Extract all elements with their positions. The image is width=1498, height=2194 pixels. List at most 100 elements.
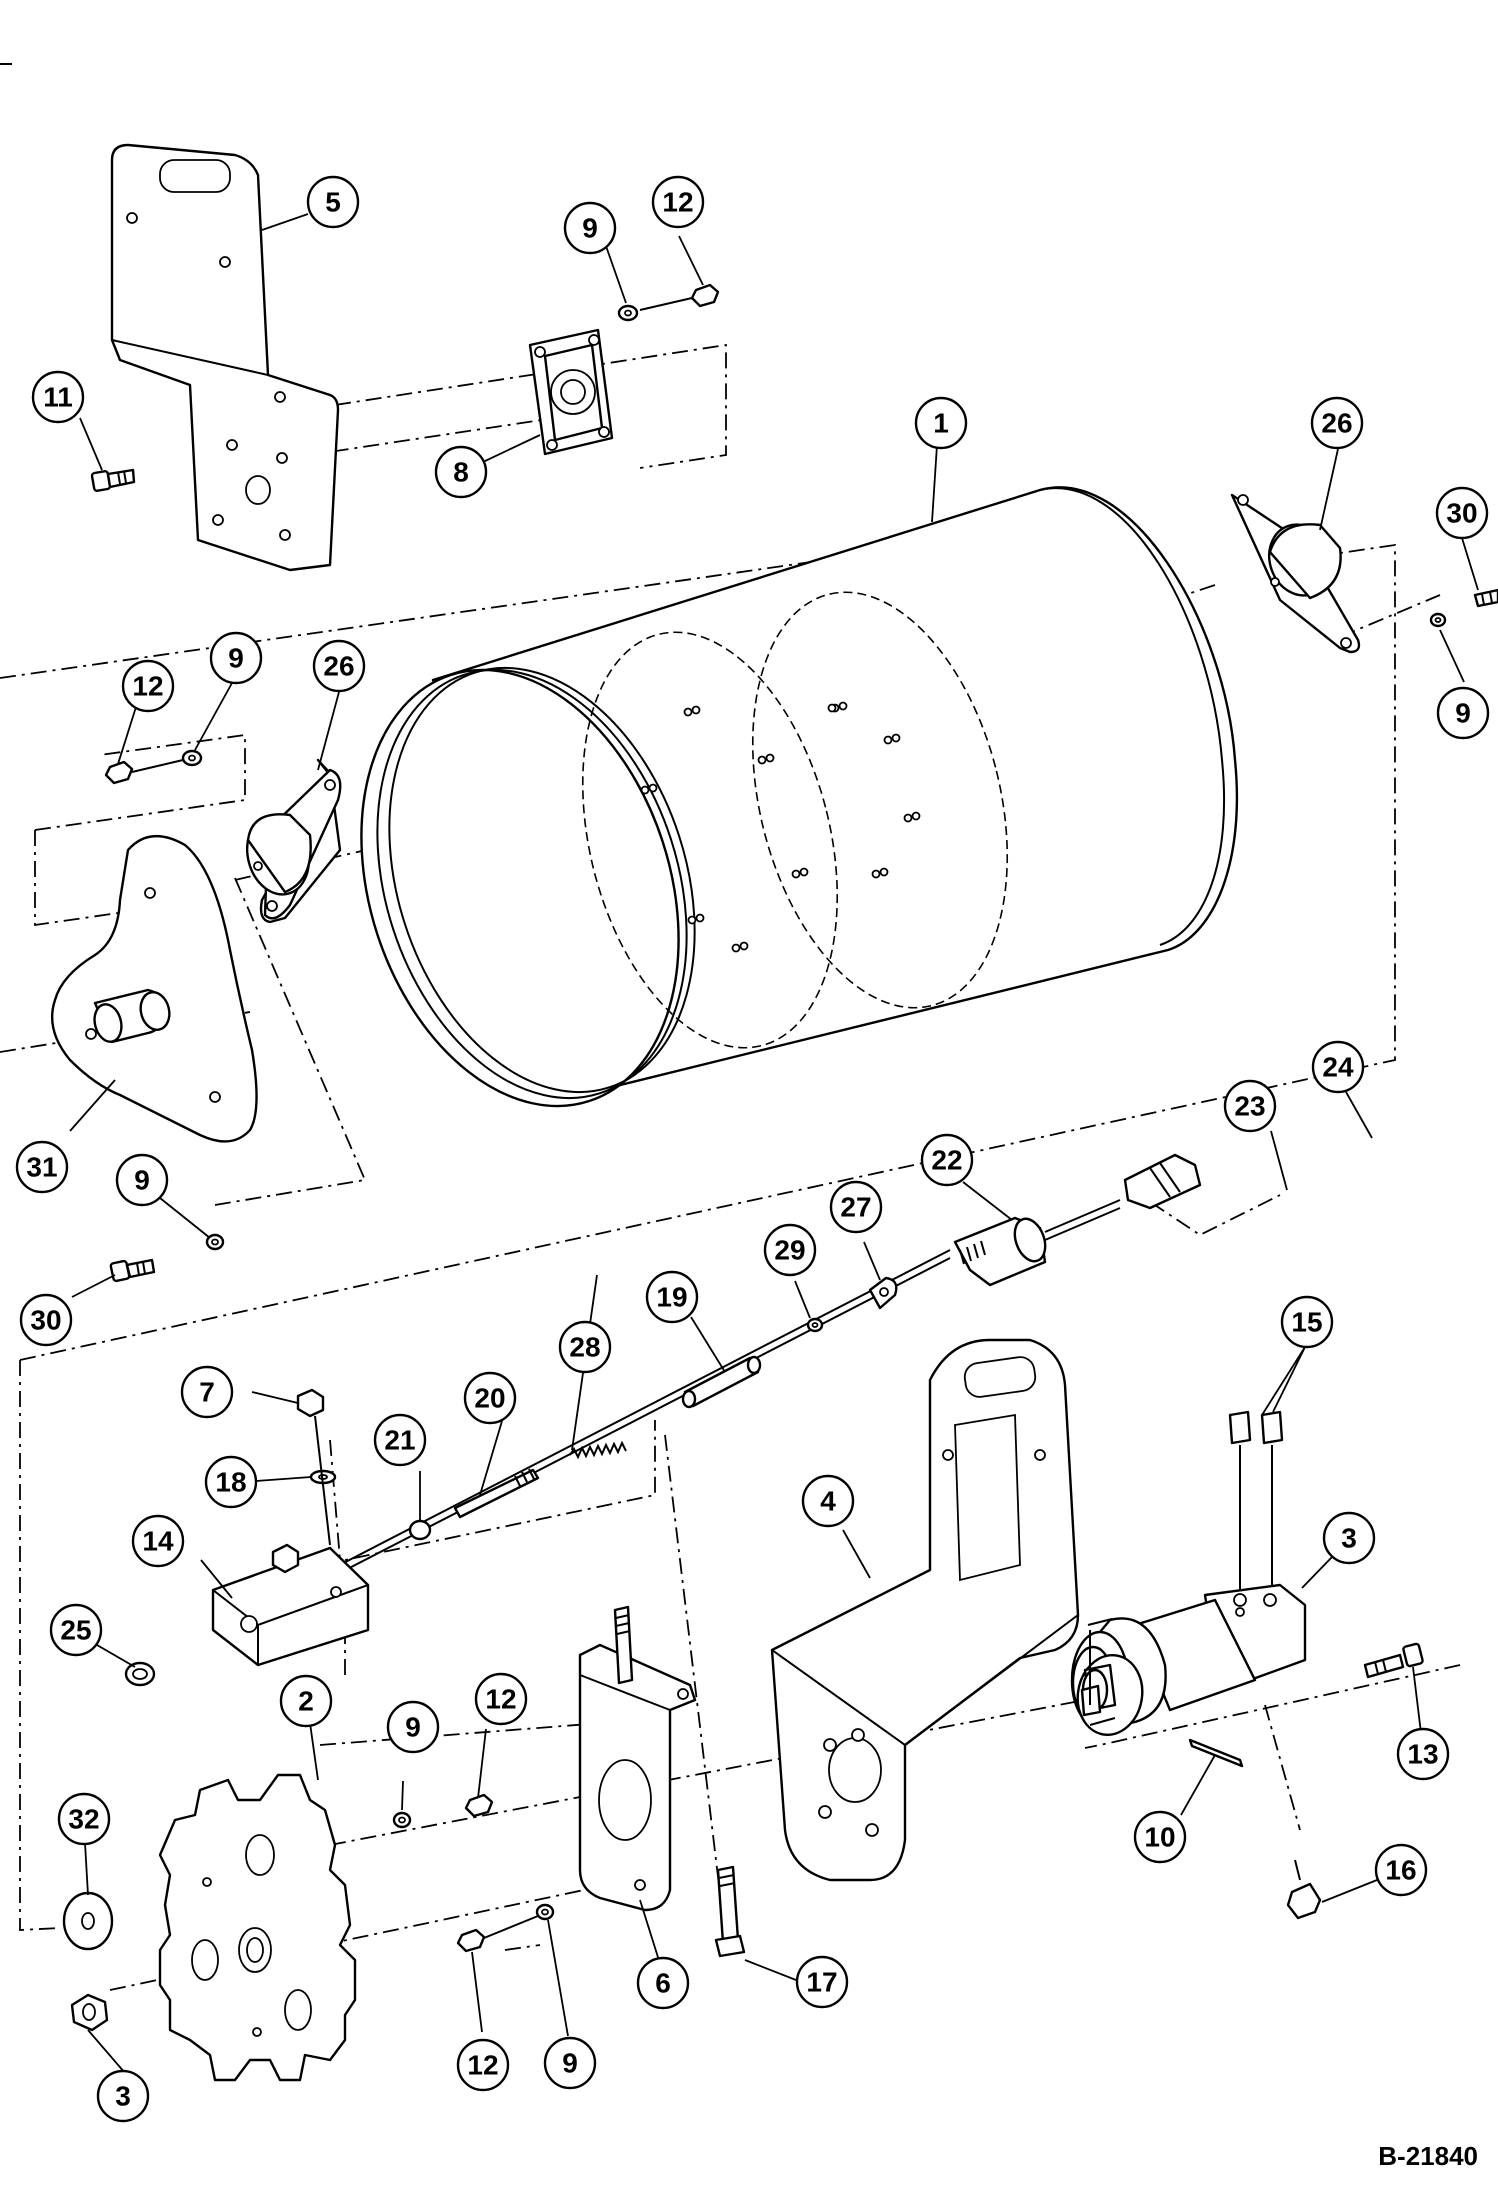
callout-9-right: 9 — [1436, 686, 1490, 740]
callout-10: 10 — [1133, 1810, 1187, 1864]
callout-5: 5 — [306, 175, 360, 229]
callout-6: 6 — [636, 1956, 690, 2010]
callout-19: 19 — [645, 1270, 699, 1324]
callout-9-bottom: 9 — [543, 2036, 597, 2090]
svg-text:24: 24 — [1322, 1052, 1354, 1083]
callout-14: 14 — [131, 1514, 185, 1568]
callout-26-left: 26 — [312, 639, 366, 693]
callout-23: 23 — [1223, 1079, 1277, 1133]
svg-text:14: 14 — [142, 1526, 174, 1557]
callout-9-left-lower: 9 — [115, 1153, 169, 1207]
callout-21: 21 — [373, 1413, 427, 1467]
callout-7: 7 — [180, 1365, 234, 1419]
svg-text:8: 8 — [453, 457, 469, 488]
sprocket-disc — [158, 1773, 357, 2082]
callout-27: 27 — [829, 1180, 883, 1234]
bracket-top-left — [110, 143, 340, 572]
callout-11: 11 — [31, 370, 85, 424]
callout-17: 17 — [795, 1955, 849, 2009]
svg-text:31: 31 — [26, 1152, 57, 1183]
svg-text:9: 9 — [405, 1712, 421, 1743]
callout-32: 32 — [57, 1792, 111, 1846]
callout-30-left: 30 — [19, 1293, 73, 1347]
sensor-bracket — [578, 1605, 697, 1912]
callout-18: 18 — [204, 1455, 258, 1509]
svg-text:19: 19 — [656, 1282, 687, 1313]
svg-text:22: 22 — [931, 1145, 962, 1176]
callout-30-right: 30 — [1435, 486, 1489, 540]
hardware-lower — [392, 1793, 555, 1953]
hardware-left-bottom — [109, 1233, 225, 1283]
svg-text:12: 12 — [485, 1684, 516, 1715]
bolt-11 — [90, 468, 136, 492]
callout-3-motor: 3 — [1322, 1511, 1376, 1565]
svg-text:1: 1 — [933, 408, 949, 439]
callout-12-sprocket: 12 — [474, 1672, 528, 1726]
svg-text:5: 5 — [325, 187, 341, 218]
end-cap — [62, 1891, 114, 1951]
svg-text:9: 9 — [562, 2048, 578, 2079]
hex-nut-lower — [70, 1993, 109, 2032]
svg-text:11: 11 — [43, 382, 73, 413]
svg-text:9: 9 — [582, 213, 598, 244]
callout-12-left: 12 — [121, 659, 175, 713]
svg-text:10: 10 — [1144, 1822, 1175, 1853]
callout-8: 8 — [434, 445, 488, 499]
svg-text:28: 28 — [569, 1332, 600, 1363]
callout-4: 4 — [801, 1474, 855, 1528]
callout-25: 25 — [49, 1603, 103, 1657]
svg-text:9: 9 — [134, 1165, 150, 1196]
mount-left — [246, 758, 342, 924]
svg-text:25: 25 — [60, 1615, 91, 1646]
svg-text:26: 26 — [1321, 408, 1352, 439]
svg-text:12: 12 — [132, 671, 163, 702]
svg-text:16: 16 — [1385, 1855, 1416, 1886]
mount-right — [1230, 493, 1361, 654]
sensor-cable-assembly — [124, 1153, 1202, 1687]
svg-text:30: 30 — [1446, 498, 1477, 529]
hardware-top — [617, 283, 720, 322]
svg-text:9: 9 — [1455, 698, 1471, 729]
callout-12-bottom: 12 — [456, 2038, 510, 2092]
callout-9-sprocket: 9 — [386, 1700, 440, 1754]
drawing-number: B-21840 — [1378, 2141, 1478, 2171]
callout-24: 24 — [1311, 1040, 1365, 1094]
svg-text:30: 30 — [30, 1305, 61, 1336]
callout-9-left: 9 — [209, 631, 263, 685]
svg-text:9: 9 — [228, 643, 244, 674]
svg-text:20: 20 — [474, 1383, 505, 1414]
svg-text:27: 27 — [840, 1192, 871, 1223]
hub-plate — [51, 834, 258, 1143]
bracket-lower — [770, 1338, 1080, 1882]
svg-text:26: 26 — [323, 651, 354, 682]
callout-28: 28 — [558, 1320, 612, 1374]
callout-31: 31 — [15, 1140, 69, 1194]
elbow-fitting — [1286, 1859, 1322, 1920]
callout-15: 15 — [1280, 1295, 1334, 1349]
svg-text:18: 18 — [215, 1467, 246, 1498]
svg-text:15: 15 — [1291, 1307, 1322, 1338]
callout-20: 20 — [463, 1371, 517, 1425]
callout-1: 1 — [914, 396, 968, 450]
svg-text:23: 23 — [1234, 1091, 1265, 1122]
svg-text:12: 12 — [467, 2050, 498, 2081]
assembly-lines — [0, 343, 1461, 1991]
callout-3-nut: 3 — [96, 2069, 150, 2123]
callout-26-right: 26 — [1310, 396, 1364, 450]
svg-text:4: 4 — [820, 1486, 836, 1517]
callout-16: 16 — [1374, 1843, 1428, 1897]
svg-text:21: 21 — [384, 1425, 415, 1456]
hydraulic-motor — [1070, 1410, 1307, 1768]
svg-text:7: 7 — [199, 1377, 215, 1408]
svg-text:3: 3 — [1341, 1523, 1357, 1554]
callout-29: 29 — [763, 1223, 817, 1277]
callout-2: 2 — [279, 1674, 333, 1728]
callout-12-top: 12 — [651, 175, 705, 229]
svg-text:17: 17 — [806, 1967, 837, 1998]
drum — [360, 486, 1239, 1108]
hardware-right — [1429, 588, 1498, 628]
svg-text:2: 2 — [298, 1686, 314, 1717]
callout-9-top: 9 — [563, 201, 617, 255]
callout-22: 22 — [920, 1133, 974, 1187]
